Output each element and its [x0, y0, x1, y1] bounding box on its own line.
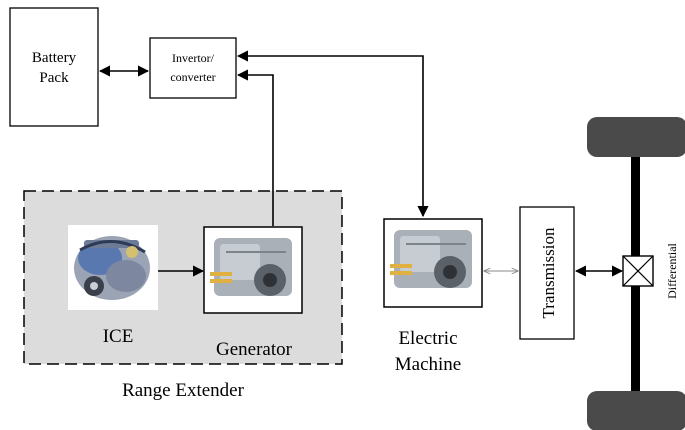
- converter-machine-arrow: [236, 50, 429, 218]
- differential-label: Differential: [665, 242, 679, 298]
- electric-machine-label-line1: Electric: [398, 328, 457, 349]
- generator-image: [203, 226, 303, 314]
- generator-converter-arrow: [236, 69, 274, 226]
- transmission-label: Transmission: [539, 227, 558, 319]
- ice-label: ICE: [103, 326, 134, 347]
- converter-label-line1: Invertor/: [172, 51, 215, 65]
- range-extender-label: Range Extender: [122, 380, 245, 401]
- differential-symbol: [622, 255, 654, 287]
- wheel-top: [587, 117, 685, 157]
- electric-machine-image: [383, 218, 483, 308]
- battery-pack-block: Battery Pack: [9, 7, 99, 127]
- wheel-bottom: [587, 391, 685, 430]
- battery-label-line1: Battery: [32, 50, 77, 66]
- generator-label: Generator: [216, 339, 293, 360]
- transmission-block: Transmission: [519, 206, 575, 340]
- engine-icon: [74, 236, 150, 300]
- invertor-converter-block: Invertor/ converter: [149, 37, 237, 99]
- motor-icon: [390, 230, 472, 288]
- battery-label-line2: Pack: [39, 70, 69, 86]
- converter-label-line2: converter: [170, 70, 215, 84]
- electric-machine-label-line2: Machine: [395, 354, 461, 375]
- motor-icon: [210, 238, 292, 296]
- ice-image: [68, 225, 158, 310]
